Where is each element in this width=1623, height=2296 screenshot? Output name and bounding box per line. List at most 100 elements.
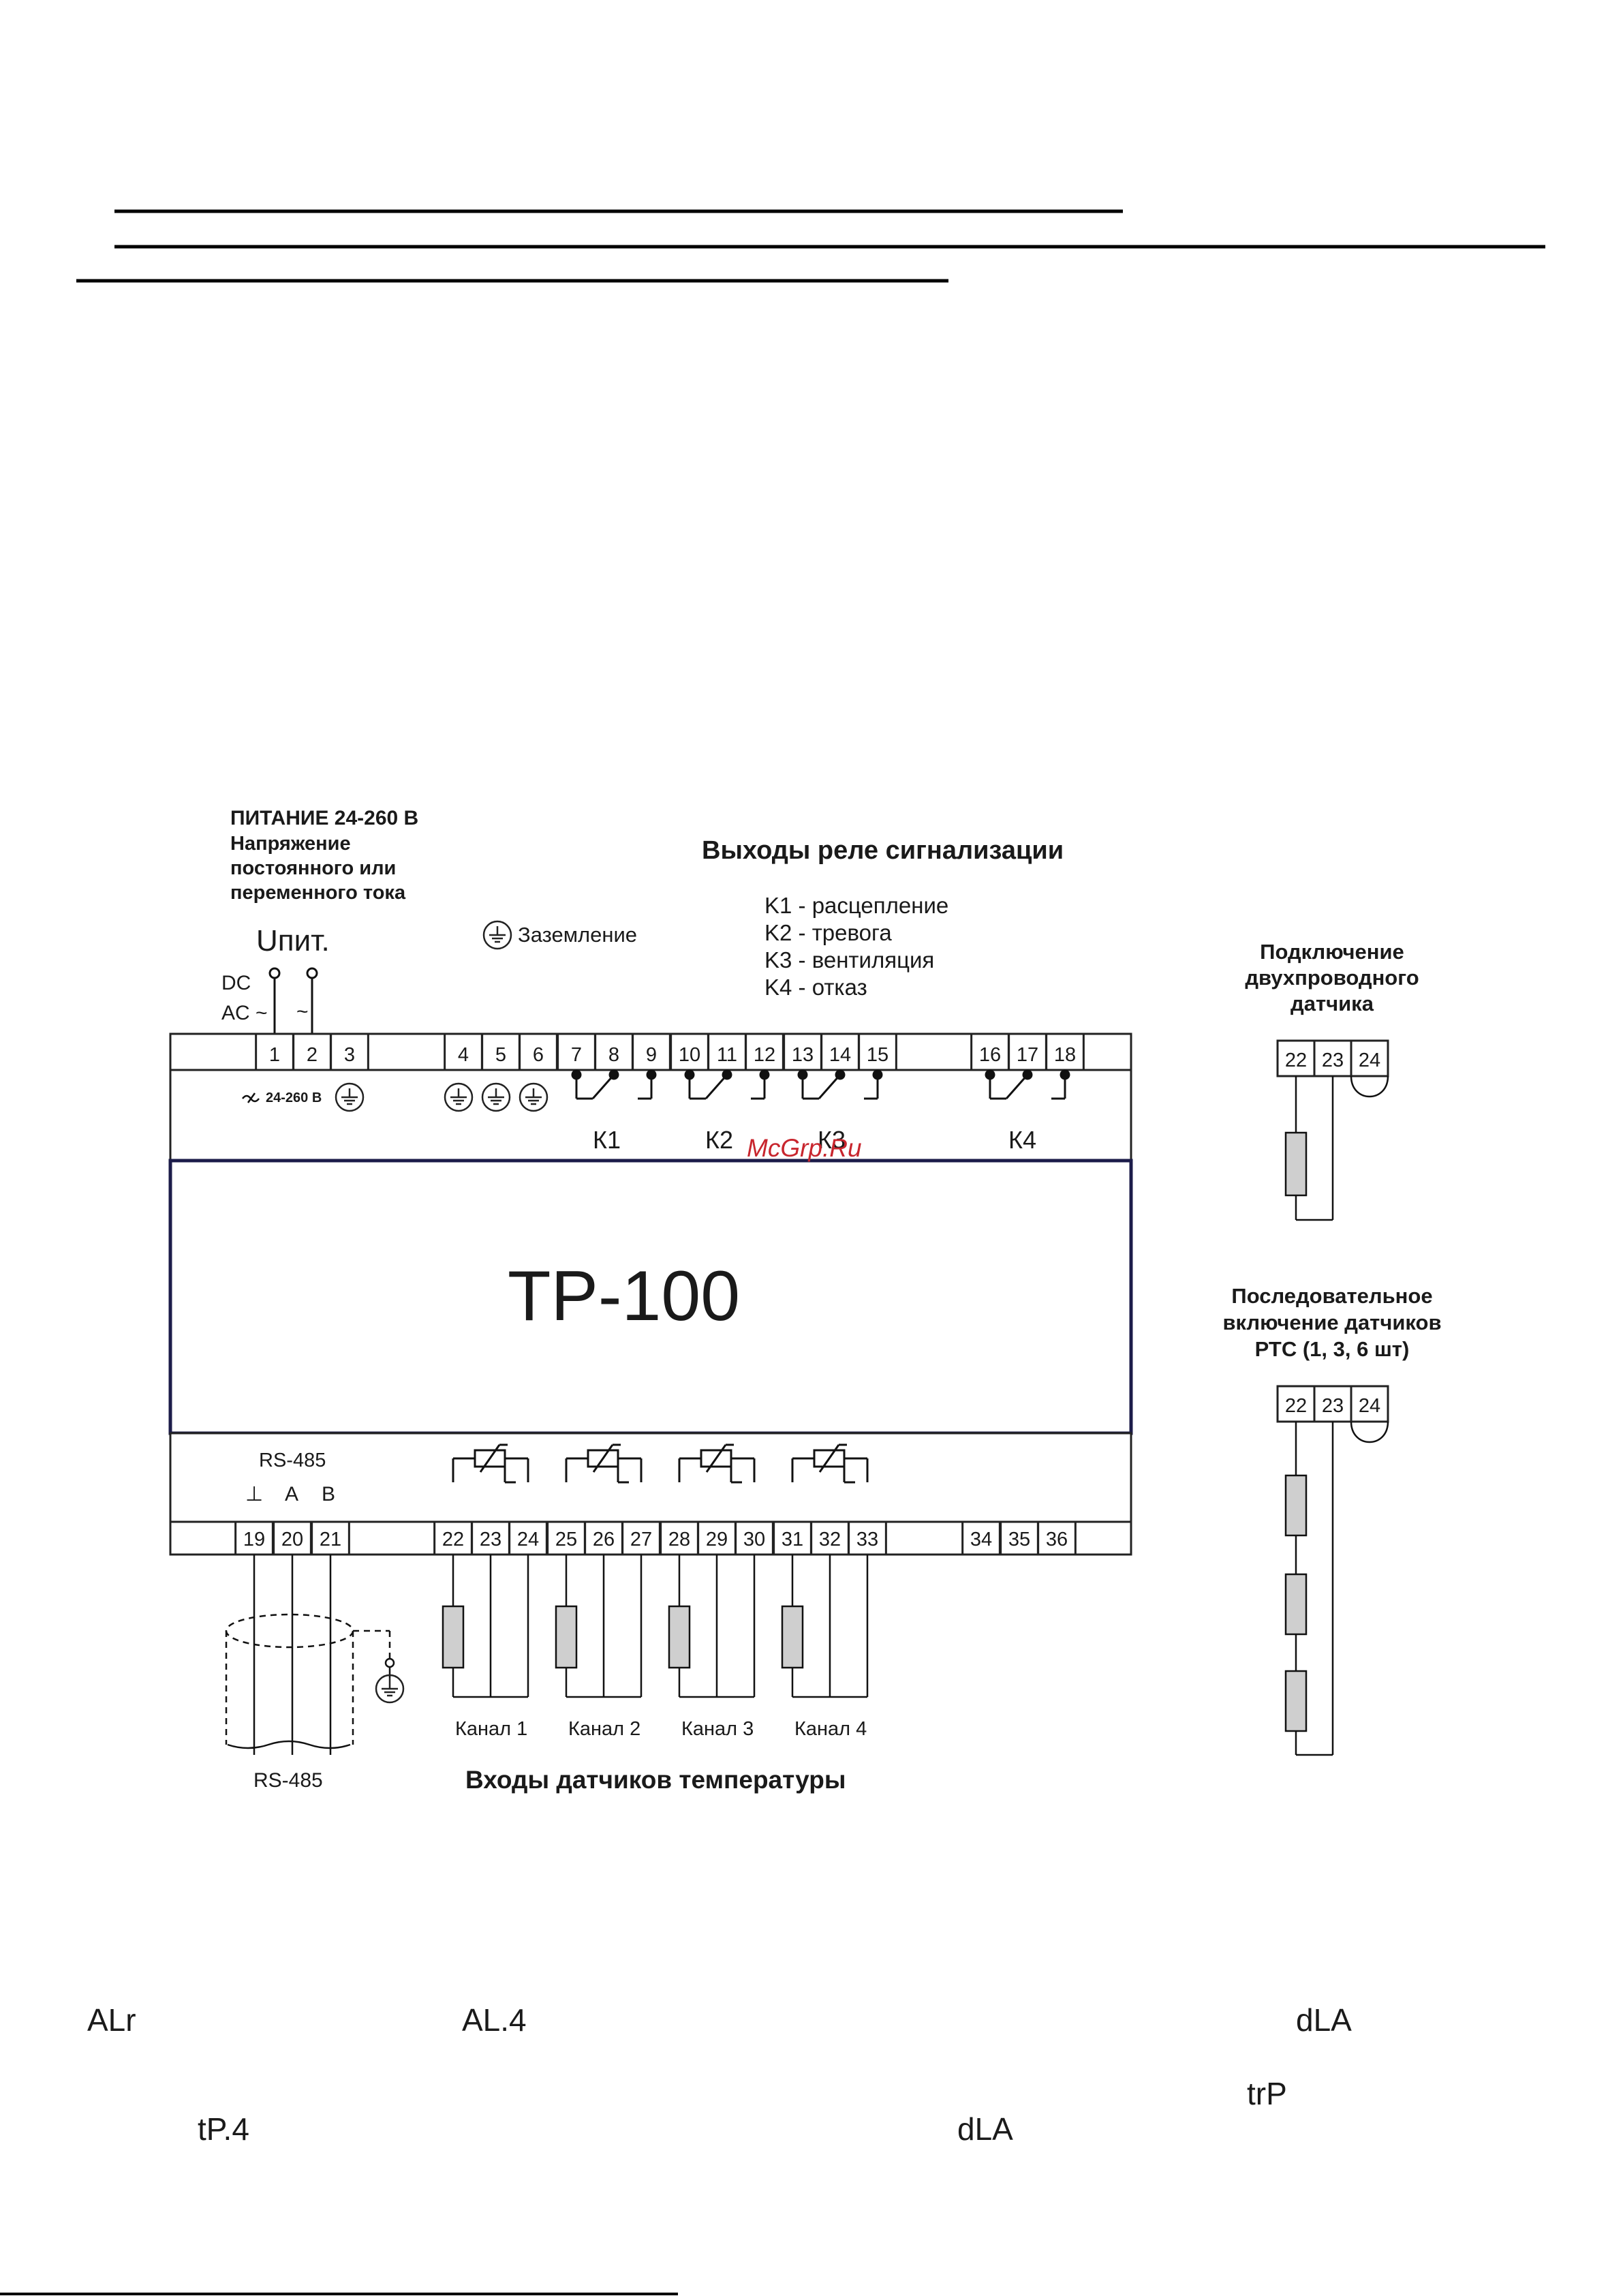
device-name: ТР-100: [508, 1257, 740, 1336]
ground-icon-3: [335, 1082, 365, 1112]
sensor-channels: [442, 1555, 869, 1698]
supply-voltage-symbol: Uпит.: [256, 924, 330, 958]
terminal-13: 13: [792, 1044, 814, 1066]
device-main-body: [168, 1159, 1133, 1435]
ptc-resistor-1: [1284, 1474, 1308, 1537]
display-code-alr: ALr: [87, 2002, 136, 2038]
rs485-cable: [225, 1555, 395, 1755]
ground-icons: [335, 1082, 548, 1112]
terminal-35: 35: [1008, 1529, 1030, 1550]
terminal-31: 31: [782, 1529, 803, 1550]
terminal-29: 29: [706, 1529, 728, 1550]
series-ptc-wiring: [1295, 1421, 1389, 1756]
sensor-inputs-title: Входы датчиков температуры: [465, 1766, 846, 1794]
sensor-channel-3: [668, 1555, 756, 1698]
terminal-6: 6: [533, 1044, 544, 1066]
ground-legend-label: Заземление: [518, 923, 637, 947]
terminal-26: 26: [593, 1529, 615, 1550]
terminal-3: 3: [344, 1044, 355, 1066]
two-wire-sensor-resistor: [1284, 1131, 1308, 1197]
terminal-10: 10: [679, 1044, 700, 1066]
power-range-label: 24-260 В: [266, 1090, 322, 1105]
dc-label: DC: [221, 972, 251, 994]
two-wire-title-3: датчика: [1290, 992, 1374, 1015]
sensor-channel-1: [442, 1555, 529, 1698]
terminal-28: 28: [668, 1529, 690, 1550]
heading-rules: [76, 209, 1545, 283]
terminal-23: 23: [480, 1529, 501, 1550]
relay-contact-k3: [797, 1069, 883, 1100]
terminal-30: 30: [743, 1529, 765, 1550]
relay-legend-k1: K1 - расцепление: [764, 893, 948, 918]
rs485-cable-label: RS-485: [253, 1769, 323, 1792]
terminal-20: 20: [281, 1529, 303, 1550]
ptc-resistor-3: [1284, 1670, 1308, 1732]
power-leads: [268, 967, 318, 1035]
terminal-15: 15: [867, 1044, 888, 1066]
ground-icon-5: [481, 1082, 511, 1112]
ptc-resistor-2: [1284, 1573, 1308, 1636]
display-code-al4: AL.4: [462, 2002, 527, 2038]
series-ptc-terminal-24: 24: [1359, 1395, 1380, 1417]
terminal-27: 27: [630, 1529, 652, 1550]
channel-2-label: Канал 2: [568, 1718, 640, 1740]
ac-dc-icon: [242, 1092, 260, 1103]
series-ptc-terminal-22: 22: [1285, 1395, 1307, 1417]
two-wire-terminal-22: 22: [1285, 1050, 1307, 1071]
thermistor-symbol-4: [791, 1443, 869, 1484]
relay-name-k1: К1: [593, 1126, 621, 1154]
channel-3-label: Канал 3: [681, 1718, 754, 1740]
relay-name-k4: К4: [1008, 1126, 1036, 1154]
rs485-pin-a: A: [285, 1483, 298, 1505]
relay-legend-k3: K3 - вентиляция: [764, 947, 934, 973]
ac-tilde: ~: [296, 1000, 309, 1023]
sensor-resistor-1: [442, 1605, 465, 1669]
display-code-dla-2: dLA: [957, 2111, 1013, 2147]
terminal-5: 5: [495, 1044, 506, 1066]
terminal-34: 34: [970, 1529, 992, 1550]
sensor-resistor-2: [555, 1605, 578, 1669]
power-desc-2: постоянного или: [230, 857, 396, 879]
display-code-tp4: tP.4: [198, 2111, 249, 2147]
terminal-17: 17: [1017, 1044, 1038, 1066]
terminal-22: 22: [442, 1529, 464, 1550]
terminal-19: 19: [243, 1529, 265, 1550]
relay-contact-k4: [985, 1069, 1070, 1100]
two-wire-title-2: двухпроводного: [1245, 966, 1419, 990]
power-title: ПИТАНИЕ 24-260 В: [230, 807, 418, 829]
terminal-33: 33: [856, 1529, 878, 1550]
relay-name-k3: К3: [818, 1126, 846, 1154]
ground-icon-6: [519, 1082, 548, 1112]
relay-contact-symbols: [571, 1069, 1070, 1100]
relay-legend-k2: K2 - тревога: [764, 920, 892, 945]
two-wire-terminal-24: 24: [1359, 1050, 1380, 1071]
display-code-trp: trP: [1247, 2076, 1287, 2111]
series-ptc-terminal-23: 23: [1322, 1395, 1344, 1417]
cable-ground-icon: [375, 1674, 405, 1704]
terminal-11: 11: [717, 1044, 737, 1066]
terminal-18: 18: [1054, 1044, 1076, 1066]
terminal-1: 1: [269, 1044, 280, 1066]
terminal-32: 32: [819, 1529, 841, 1550]
relay-outputs-title: Выходы реле сигнализации: [702, 836, 1064, 865]
thermistor-symbol-3: [678, 1443, 756, 1484]
terminal-2: 2: [307, 1044, 318, 1066]
power-desc-1: Напряжение: [230, 833, 351, 855]
relay-contact-k2: [684, 1069, 770, 1100]
two-wire-terminal-23: 23: [1322, 1050, 1344, 1071]
two-wire-terminal-block: 22 23 24: [1276, 1039, 1389, 1077]
thermistor-symbol-2: [565, 1443, 643, 1484]
relay-name-k2: К2: [705, 1126, 733, 1154]
terminal-4: 4: [458, 1044, 469, 1066]
thermistor-symbol-1: [452, 1443, 529, 1484]
terminal-24: 24: [517, 1529, 539, 1550]
two-wire-sensor-wiring: [1295, 1075, 1389, 1221]
terminal-12: 12: [754, 1044, 775, 1066]
thermistor-symbols: [452, 1443, 869, 1484]
ground-icon-4: [444, 1082, 474, 1112]
terminal-21: 21: [320, 1529, 341, 1550]
terminal-9: 9: [646, 1044, 657, 1066]
power-desc-3: переменного тока: [230, 882, 406, 904]
